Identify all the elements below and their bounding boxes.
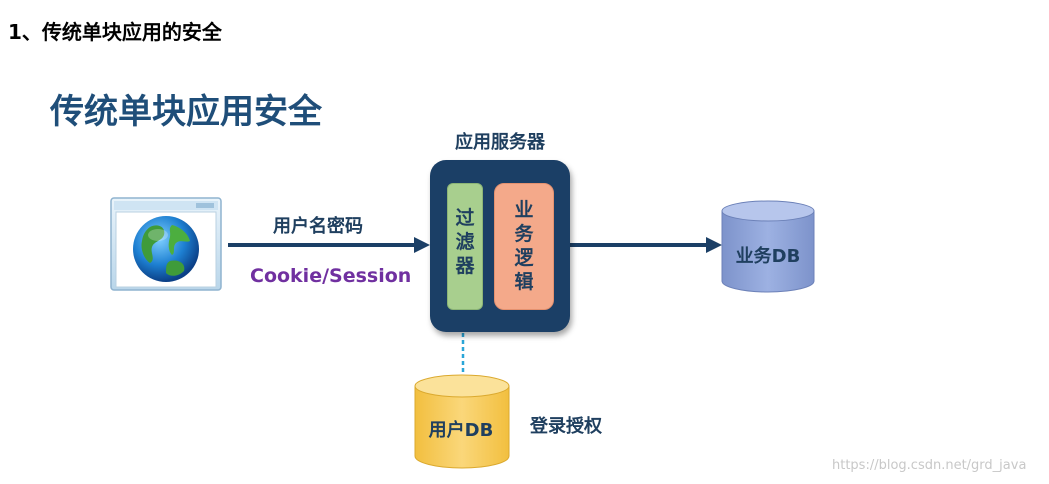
- filter-label-char: 过: [455, 207, 475, 229]
- browser-window-icon: [110, 197, 222, 291]
- browser-globe-icon: [110, 197, 222, 291]
- server-label: 应用服务器: [455, 132, 545, 153]
- diagram-title: 传统单块应用安全: [50, 92, 322, 132]
- logic-label-char: 辑: [514, 271, 534, 293]
- section-heading: 1、传统单块应用的安全: [8, 20, 222, 44]
- credentials-label: 用户名密码: [273, 216, 363, 237]
- logic-label-char: 逻: [514, 247, 534, 269]
- server-to-db-arrowhead: [706, 237, 722, 253]
- logic-label-char: 务: [514, 223, 534, 245]
- business-db-cylinder: [721, 200, 815, 293]
- user-db-label: 用户DB: [428, 420, 494, 441]
- user-db-cylinder: [414, 374, 510, 469]
- filter-label-char: 器: [455, 255, 475, 277]
- filter-label: 过 滤 器: [447, 206, 483, 278]
- watermark: https://blog.csdn.net/grd_java: [832, 458, 1027, 473]
- logic-label-char: 业: [514, 199, 534, 221]
- session-label: Cookie/Session: [250, 265, 412, 287]
- business-db-label: 业务DB: [735, 246, 801, 267]
- browser-to-server-arrowhead: [414, 237, 430, 253]
- business-logic-label: 业 务 逻 辑: [494, 198, 554, 294]
- filter-box: [447, 183, 483, 310]
- filter-label-char: 滤: [455, 231, 475, 253]
- business-logic-box: [494, 183, 554, 310]
- login-authorization-label: 登录授权: [530, 416, 602, 437]
